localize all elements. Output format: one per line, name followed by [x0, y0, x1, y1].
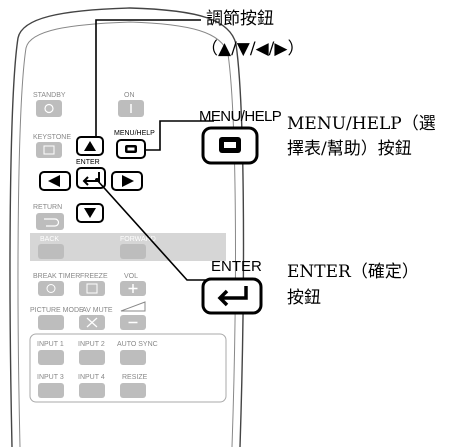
back-button: [38, 244, 64, 259]
input2-label: INPUT 2: [78, 341, 105, 348]
remote-inner-edge: [17, 21, 236, 447]
back-label: BACK: [40, 236, 59, 243]
enter-arrow-icon: [217, 286, 248, 307]
menu-help-small-label: MENU/HELP: [114, 130, 155, 137]
enter-key-label: ENTER: [211, 258, 262, 275]
input3-label: INPUT 3: [37, 374, 64, 381]
enter-small-label: ENTER: [76, 159, 100, 166]
av-mute-label: AV MUTE: [82, 307, 113, 314]
down-triangle-icon: [84, 208, 96, 218]
vol-slope-icon: [120, 301, 146, 312]
enter-desc-line2: 按鈕: [287, 288, 321, 308]
resize-label: RESIZE: [122, 374, 148, 381]
menu-desc-line2: 擇表/幫助）按鈕: [287, 139, 412, 159]
resize-button: [120, 383, 146, 398]
up-triangle-icon: [84, 141, 96, 151]
enter-small-icon: [82, 172, 100, 186]
auto-sync-label: AUTO SYNC: [117, 341, 158, 348]
break-timer-label: BREAK TIMER: [33, 273, 80, 280]
keystone-button: [36, 142, 62, 158]
left-triangle-icon: [48, 175, 60, 187]
input3-button: [38, 383, 64, 398]
enter-leader-line: [96, 179, 212, 281]
return-label: RETURN: [33, 204, 62, 211]
plus-icon: [128, 284, 138, 293]
freeze-button: [79, 281, 105, 296]
freeze-label: FREEZE: [80, 273, 108, 280]
right-triangle-icon: [122, 175, 134, 187]
enter-desc-line1: ENTER（確定）: [287, 262, 419, 282]
input4-button: [79, 383, 105, 398]
menu-desc-line1: MENU/HELP（選: [287, 114, 436, 134]
keystone-label: KEYSTONE: [33, 134, 71, 141]
auto-sync-button: [120, 350, 146, 365]
on-label: ON: [124, 92, 135, 99]
return-icon: [44, 218, 60, 227]
input4-label: INPUT 4: [78, 374, 105, 381]
picture-mode-label: PICTURE MODE: [30, 307, 84, 314]
menu-key-label: MENU/HELP: [199, 108, 282, 125]
adjust-arrows: （▲/▼/◀/▶）: [201, 39, 305, 59]
input2-button: [79, 350, 105, 365]
input1-label: INPUT 1: [37, 341, 64, 348]
remote-body: [9, 7, 245, 447]
standby-button: [36, 100, 62, 117]
break-timer-button: [38, 281, 64, 296]
keystone-icon: [43, 145, 55, 155]
forward-label: FORWARD: [120, 236, 156, 243]
forward-button: [120, 244, 146, 259]
adjust-leader-line: [95, 19, 201, 137]
adjust-title: 調節按鈕: [206, 9, 274, 29]
power-icon: [44, 103, 54, 114]
menu-leader-line: [145, 120, 214, 151]
vol-label: VOL: [124, 273, 138, 280]
enter-key-large: [201, 277, 263, 315]
standby-label: STANDBY: [33, 92, 66, 99]
input1-button: [38, 350, 64, 365]
return-button: [36, 213, 64, 230]
picture-mode-button: [38, 315, 64, 330]
